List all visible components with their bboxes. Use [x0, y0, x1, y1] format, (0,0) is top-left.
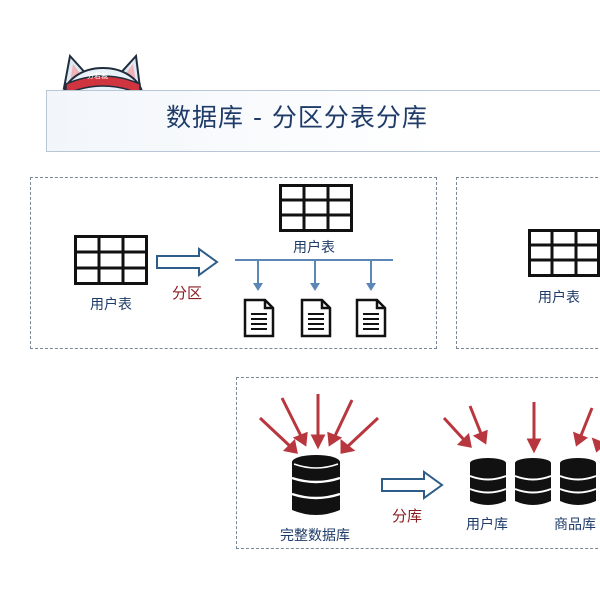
source-table-icon — [74, 235, 148, 285]
goods-database-label: 商品库 — [554, 517, 596, 533]
db-split-arrow-label: 分库 — [392, 507, 423, 525]
user-database-label: 用户库 — [466, 517, 508, 533]
document-icon — [355, 298, 387, 338]
partition-panel — [30, 177, 437, 349]
right-table-icon — [528, 229, 600, 277]
partition-split-lines — [235, 259, 393, 291]
full-database-icon — [291, 455, 341, 515]
target-table-icon — [279, 184, 353, 232]
page-title: 数据库 - 分区分表分库 — [166, 103, 428, 132]
db-split-arrow-icon — [381, 470, 444, 500]
partition-arrow-label: 分区 — [172, 284, 203, 302]
document-icon — [300, 298, 332, 338]
mascot-headband-text: 分若裁 — [87, 72, 108, 80]
goods-database-icon — [559, 458, 597, 505]
request-arrows-icon — [258, 394, 380, 454]
user-database-icon — [469, 458, 507, 505]
document-icon — [243, 298, 275, 338]
target-table-label: 用户表 — [293, 240, 335, 256]
partition-arrow-icon — [156, 247, 219, 277]
right-panel — [456, 177, 600, 349]
split-request-arrows-icon — [442, 402, 600, 454]
user-database-icon — [514, 458, 552, 505]
full-database-label: 完整数据库 — [280, 528, 350, 544]
db-split-panel — [236, 377, 600, 549]
title-bar — [46, 90, 600, 152]
source-table-label: 用户表 — [90, 297, 132, 313]
right-table-label: 用户表 — [538, 290, 580, 306]
